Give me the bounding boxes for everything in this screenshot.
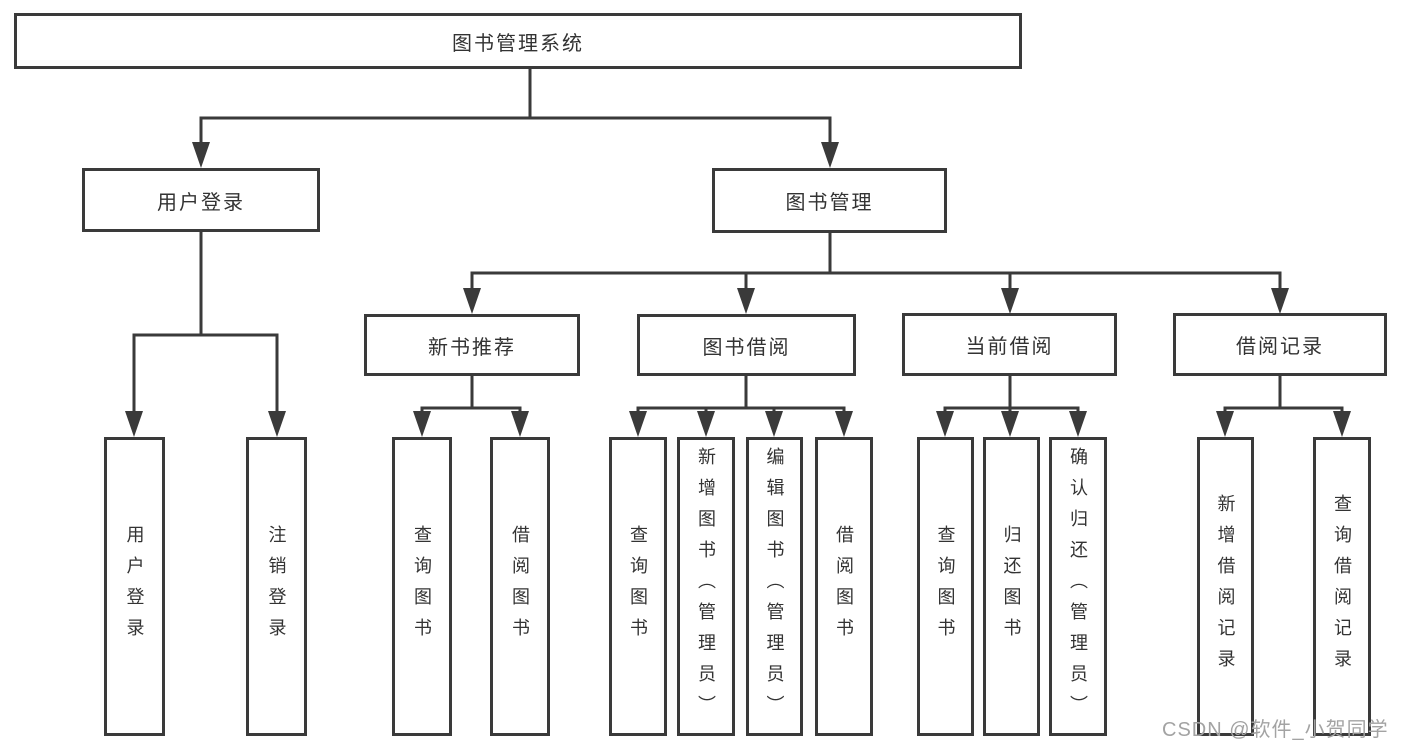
leaf-return-book: 归还图书 <box>983 437 1040 736</box>
leaf-user-login: 用户登录 <box>104 437 165 736</box>
leaf-label: 确认归还（管理员） <box>1068 447 1088 726</box>
node-book-management: 图书管理 <box>712 168 947 233</box>
leaf-label: 查询图书 <box>935 524 956 649</box>
node-book-borrowing: 图书借阅 <box>637 314 856 376</box>
node-borrowing-records: 借阅记录 <box>1173 313 1387 376</box>
leaf-label: 编辑图书（管理员） <box>764 447 785 726</box>
leaf-label: 查询借阅记录 <box>1332 493 1352 680</box>
leaf-label: 新增图书（管理员） <box>696 447 716 726</box>
node-library-management-system: 图书管理系统 <box>14 13 1022 69</box>
leaf-query-borrow-record: 查询借阅记录 <box>1313 437 1371 736</box>
watermark: CSDN @软件_小贺同学 <box>1162 719 1389 741</box>
leaf-label: 新增借阅记录 <box>1215 493 1236 680</box>
leaf-label: 借阅图书 <box>834 524 854 649</box>
leaf-label: 借阅图书 <box>510 524 530 649</box>
node-current-borrowing: 当前借阅 <box>902 313 1117 376</box>
leaf-query-books-recommend: 查询图书 <box>392 437 452 736</box>
leaf-label: 归还图书 <box>1001 524 1022 649</box>
leaf-add-book-admin: 新增图书（管理员） <box>677 437 735 736</box>
leaf-label: 注销登录 <box>266 524 287 649</box>
leaf-confirm-return-admin: 确认归还（管理员） <box>1049 437 1107 736</box>
node-user-login: 用户登录 <box>82 168 320 232</box>
leaf-borrow-books-borrowing: 借阅图书 <box>815 437 873 736</box>
node-new-book-recommendation: 新书推荐 <box>364 314 580 376</box>
leaf-logout: 注销登录 <box>246 437 307 736</box>
leaf-add-borrow-record: 新增借阅记录 <box>1197 437 1254 736</box>
leaf-label: 用户登录 <box>124 524 145 649</box>
leaf-edit-book-admin: 编辑图书（管理员） <box>746 437 803 736</box>
leaf-query-books-current: 查询图书 <box>917 437 974 736</box>
leaf-query-books-borrowing: 查询图书 <box>609 437 667 736</box>
leaf-label: 查询图书 <box>628 524 648 649</box>
leaf-borrow-books-recommend: 借阅图书 <box>490 437 550 736</box>
leaf-label: 查询图书 <box>412 524 432 649</box>
